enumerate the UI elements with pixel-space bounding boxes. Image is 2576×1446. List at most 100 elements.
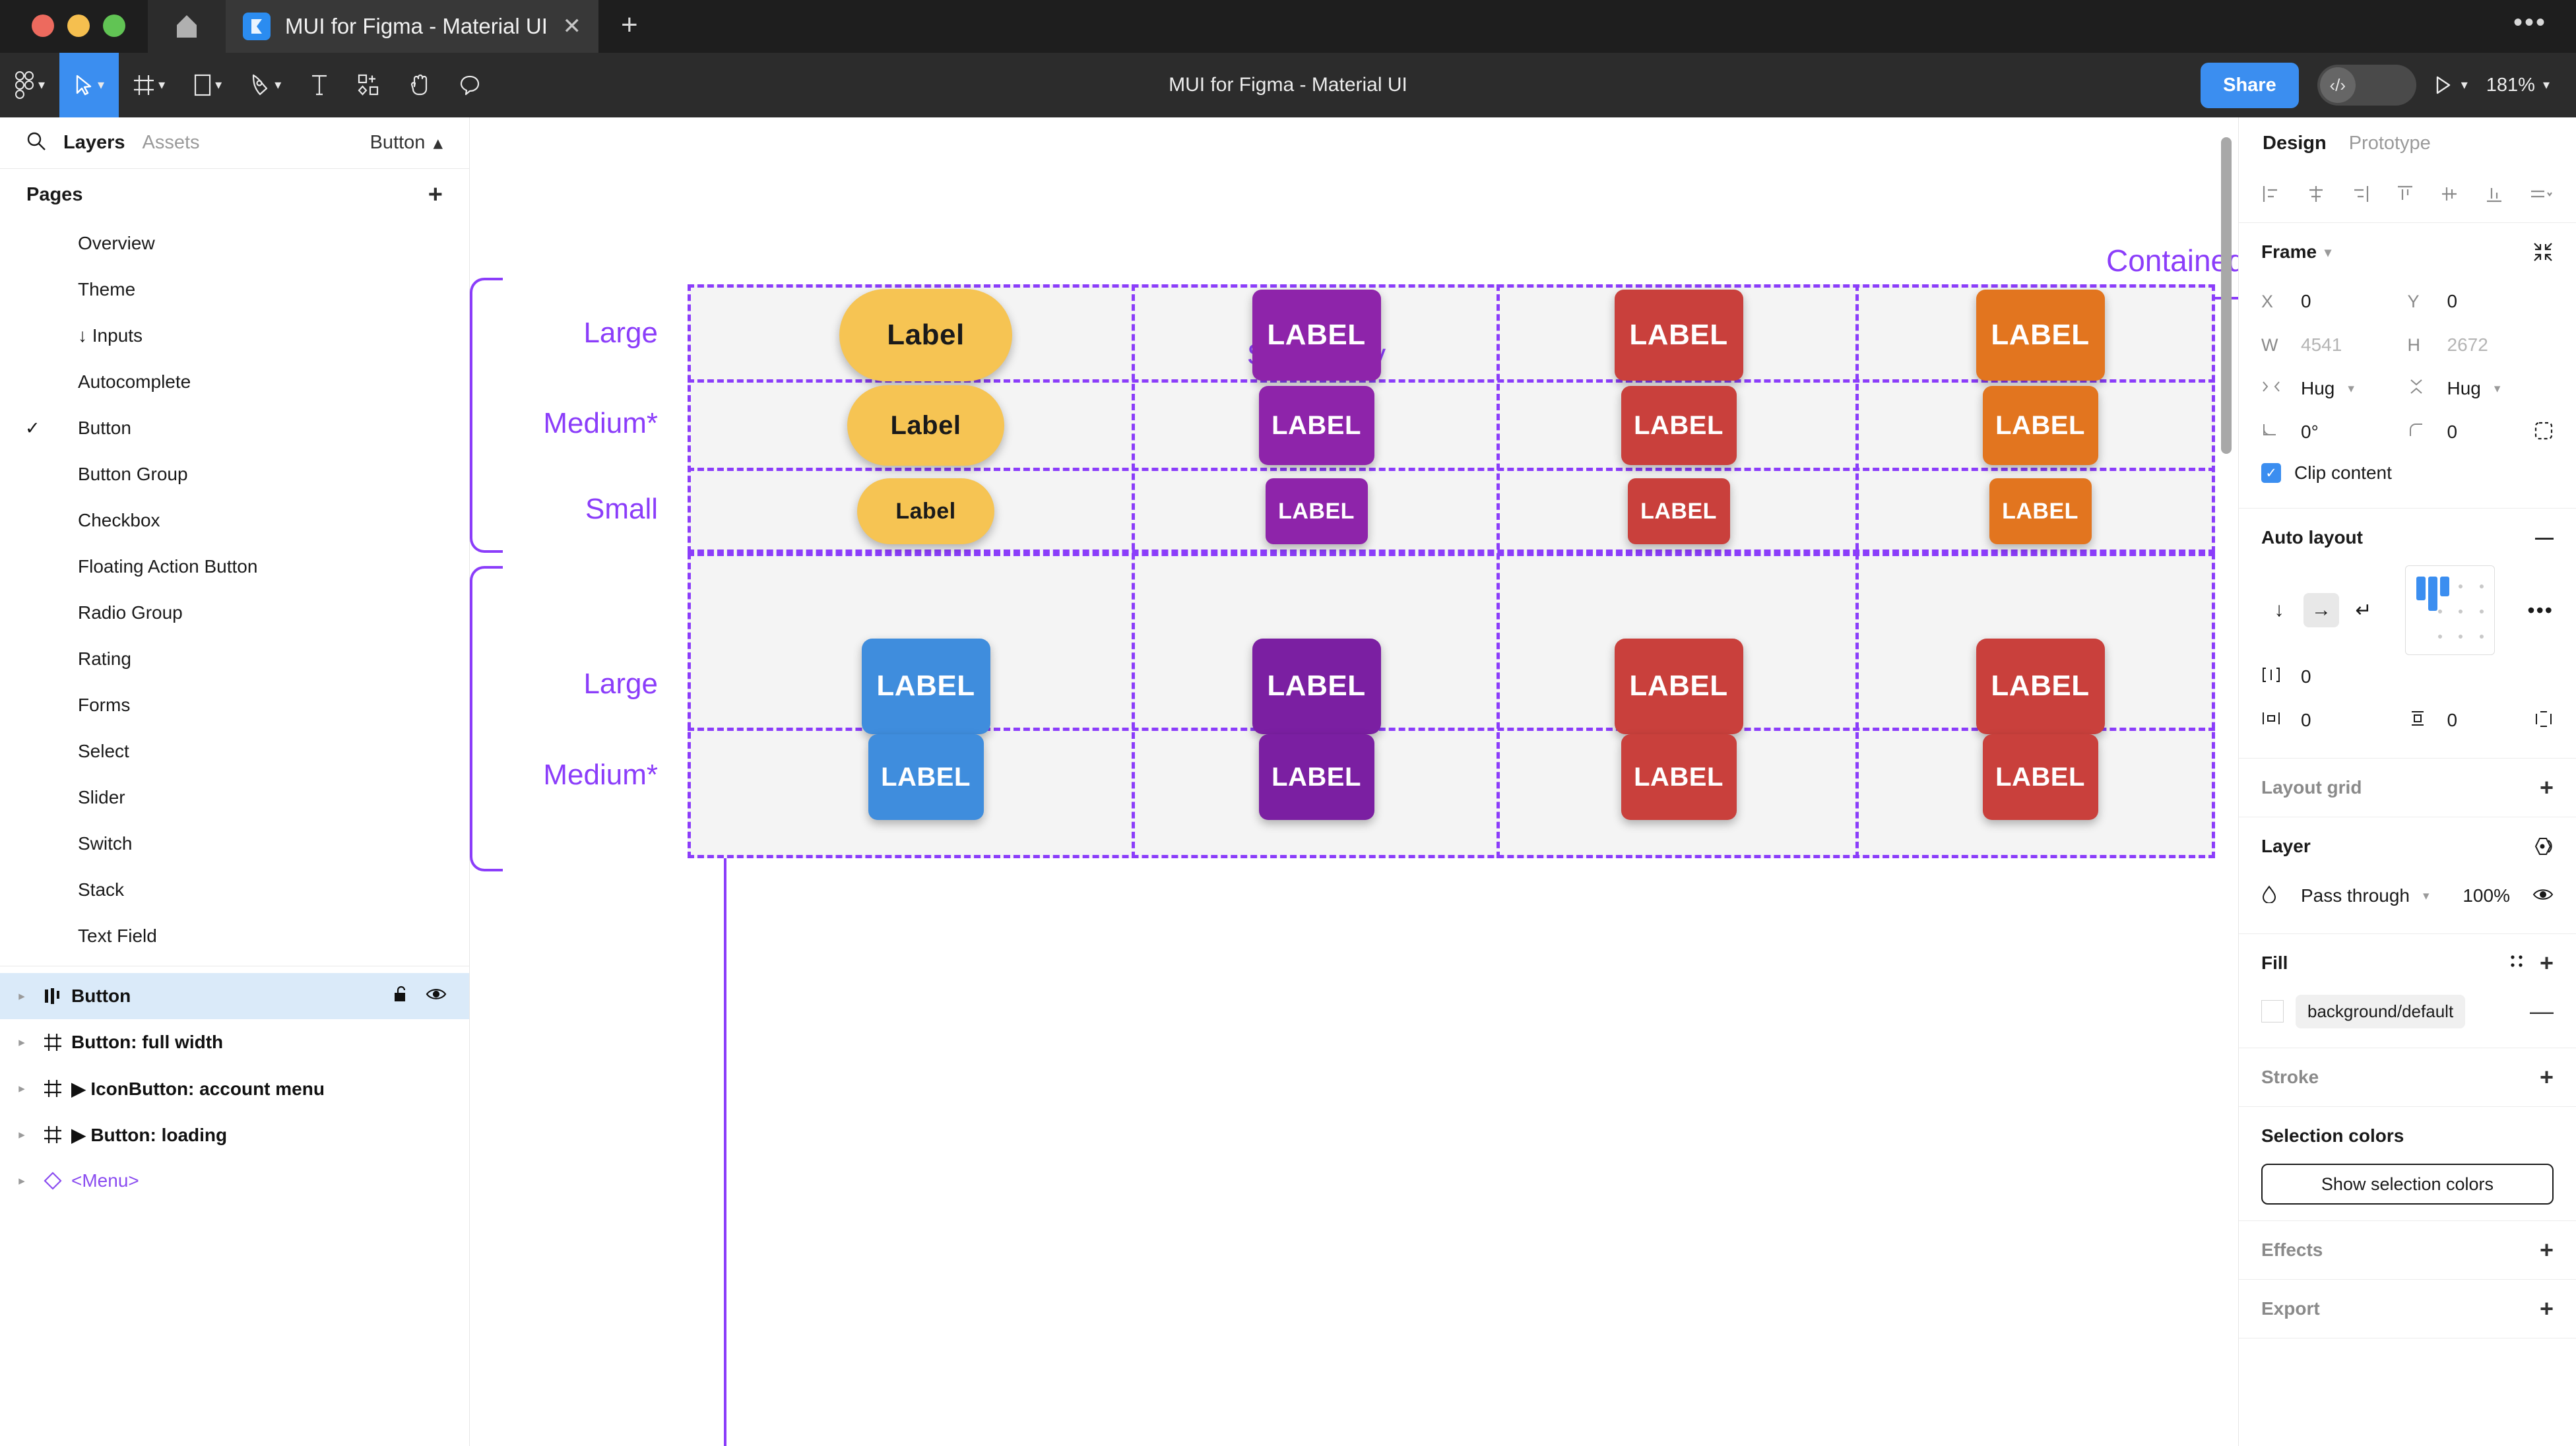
alignment-grid[interactable] bbox=[2405, 565, 2495, 655]
page-item[interactable]: ↓ Inputs bbox=[0, 313, 469, 359]
layer-item[interactable]: ▸Button bbox=[0, 973, 469, 1019]
tab-layers[interactable]: Layers bbox=[63, 132, 125, 153]
direction-horizontal-icon[interactable]: → bbox=[2303, 593, 2339, 627]
new-tab-button[interactable]: + bbox=[621, 9, 638, 41]
remove-auto-layout-button[interactable]: — bbox=[2535, 527, 2554, 548]
layer-item[interactable]: ▸▶ IconButton: account menu bbox=[0, 1065, 469, 1112]
show-selection-colors-button[interactable]: Show selection colors bbox=[2261, 1164, 2554, 1205]
design-button-primary-large[interactable]: LABEL bbox=[861, 638, 990, 734]
design-button-error-large[interactable]: LABEL bbox=[1614, 638, 1743, 734]
frame-tool-button[interactable]: ▾ bbox=[119, 53, 179, 117]
hand-tool-button[interactable] bbox=[395, 53, 445, 117]
design-button-warning-medium[interactable]: LABEL bbox=[1982, 386, 2098, 465]
design-button-primary-rounded-small[interactable]: Label bbox=[857, 478, 994, 544]
close-window-button[interactable] bbox=[32, 15, 54, 37]
individual-padding-icon[interactable] bbox=[2534, 710, 2554, 732]
vertical-padding-field[interactable]: 0 bbox=[2408, 710, 2554, 732]
design-button-secondary-large[interactable]: LABEL bbox=[1252, 290, 1381, 381]
share-button[interactable]: Share bbox=[2201, 62, 2299, 108]
design-button-error-medium[interactable]: LABEL bbox=[1621, 386, 1737, 465]
design-button-secondary-dark-medium[interactable]: LABEL bbox=[1258, 734, 1374, 820]
rotation-field[interactable]: 0° bbox=[2261, 422, 2408, 443]
align-bottom-icon[interactable] bbox=[2484, 184, 2504, 207]
clip-content-checkbox[interactable]: ✓ bbox=[2261, 463, 2281, 483]
tab-assets[interactable]: Assets bbox=[142, 132, 200, 153]
page-item[interactable]: Switch bbox=[0, 821, 469, 867]
add-page-button[interactable]: + bbox=[428, 181, 443, 208]
maximize-window-button[interactable] bbox=[103, 15, 125, 37]
page-item[interactable]: ✓Button bbox=[0, 405, 469, 451]
chevron-down-icon[interactable]: ▾ bbox=[2325, 245, 2332, 260]
design-canvas[interactable]: Contained Primary*SecondaryErrorWarningL… bbox=[470, 117, 2238, 1446]
align-left-icon[interactable] bbox=[2261, 184, 2281, 207]
page-item[interactable]: Select bbox=[0, 728, 469, 774]
expand-arrow-icon[interactable]: ▸ bbox=[18, 1035, 25, 1050]
page-item[interactable]: Checkbox bbox=[0, 497, 469, 544]
page-item[interactable]: Radio Group bbox=[0, 590, 469, 636]
present-button[interactable]: ▾ bbox=[2435, 75, 2468, 95]
clip-content-row[interactable]: ✓ Clip content bbox=[2261, 454, 2554, 492]
pen-tool-button[interactable]: ▾ bbox=[236, 53, 296, 117]
shape-tool-button[interactable]: ▾ bbox=[179, 53, 236, 117]
figma-menu-button[interactable]: ▾ bbox=[0, 53, 59, 117]
fill-styles-icon[interactable] bbox=[2508, 953, 2525, 974]
gap-field[interactable]: 0 bbox=[2261, 666, 2408, 688]
width-field[interactable]: W 4541 bbox=[2261, 334, 2408, 356]
dev-mode-toggle[interactable]: ‹/› bbox=[2317, 65, 2416, 106]
design-button-primary-rounded-medium[interactable]: Label bbox=[847, 385, 1004, 466]
design-button-secondary-dark-large[interactable]: LABEL bbox=[1252, 638, 1381, 734]
add-effect-button[interactable]: + bbox=[2539, 1236, 2554, 1263]
add-export-button[interactable]: + bbox=[2539, 1295, 2554, 1322]
design-button-secondary-small[interactable]: LABEL bbox=[1265, 478, 1368, 544]
vertical-resizing-dropdown[interactable]: Hug ▾ bbox=[2408, 378, 2554, 400]
comment-tool-button[interactable] bbox=[445, 53, 495, 117]
design-button-error-medium[interactable]: LABEL bbox=[1621, 734, 1737, 820]
design-button-primary-rounded-large[interactable]: Label bbox=[839, 289, 1012, 381]
add-fill-button[interactable]: + bbox=[2539, 949, 2554, 976]
distribute-menu-icon[interactable] bbox=[2528, 184, 2554, 207]
add-layout-grid-button[interactable]: + bbox=[2539, 774, 2554, 801]
visibility-eye-icon[interactable] bbox=[426, 986, 447, 1007]
design-button-warning-small[interactable]: LABEL bbox=[1989, 478, 2092, 544]
design-button-warning-large[interactable]: LABEL bbox=[1976, 290, 2105, 381]
page-item[interactable]: Rating bbox=[0, 636, 469, 682]
selected-page-dropdown[interactable]: Button ▴ bbox=[370, 131, 443, 154]
fill-color-swatch[interactable] bbox=[2261, 1000, 2284, 1022]
independent-corners-icon[interactable] bbox=[2534, 421, 2554, 444]
unlock-icon[interactable] bbox=[393, 985, 410, 1008]
expand-arrow-icon[interactable]: ▸ bbox=[18, 1174, 25, 1188]
design-button-secondary-medium[interactable]: LABEL bbox=[1258, 386, 1374, 465]
layer-item[interactable]: ▸Button: full width bbox=[0, 1019, 469, 1065]
layer-item[interactable]: ▸▶ Button: loading bbox=[0, 1112, 469, 1158]
window-menu-icon[interactable]: ••• bbox=[2513, 8, 2547, 37]
horizontal-padding-field[interactable]: 0 bbox=[2261, 710, 2408, 732]
add-stroke-button[interactable]: + bbox=[2539, 1063, 2554, 1090]
browser-tab[interactable]: MUI for Figma - Material UI ✕ bbox=[226, 0, 598, 53]
align-horizontal-center-icon[interactable] bbox=[2306, 184, 2326, 207]
x-field[interactable]: X 0 bbox=[2261, 291, 2408, 312]
text-tool-button[interactable] bbox=[296, 53, 343, 117]
height-field[interactable]: H 2672 bbox=[2408, 334, 2554, 356]
zoom-level-dropdown[interactable]: 181% ▾ bbox=[2486, 75, 2550, 96]
layer-item[interactable]: ▸<Menu> bbox=[0, 1158, 469, 1204]
canvas-scrollbar[interactable] bbox=[2221, 137, 2232, 454]
design-button-error-large[interactable]: LABEL bbox=[1976, 638, 2105, 734]
move-tool-button[interactable]: ▾ bbox=[59, 53, 119, 117]
opacity-field[interactable]: 100% bbox=[2443, 885, 2554, 906]
search-icon[interactable] bbox=[26, 131, 46, 154]
page-item[interactable]: Theme bbox=[0, 267, 469, 313]
resources-tool-button[interactable] bbox=[343, 53, 395, 117]
expand-arrow-icon[interactable]: ▸ bbox=[18, 989, 25, 1003]
y-field[interactable]: Y 0 bbox=[2408, 291, 2554, 312]
tab-design[interactable]: Design bbox=[2263, 132, 2327, 154]
page-item[interactable]: Text Field bbox=[0, 913, 469, 959]
fill-style-name[interactable]: background/default bbox=[2296, 994, 2466, 1028]
design-button-primary-medium[interactable]: LABEL bbox=[868, 734, 984, 820]
design-button-error-medium[interactable]: LABEL bbox=[1982, 734, 2098, 820]
align-right-icon[interactable] bbox=[2350, 184, 2370, 207]
align-vertical-center-icon[interactable] bbox=[2439, 184, 2459, 207]
expand-arrow-icon[interactable]: ▸ bbox=[18, 1127, 25, 1142]
design-button-error-small[interactable]: LABEL bbox=[1627, 478, 1730, 544]
page-item[interactable]: Slider bbox=[0, 774, 469, 821]
blend-mode-dropdown[interactable]: Pass through ▾ bbox=[2261, 885, 2443, 908]
